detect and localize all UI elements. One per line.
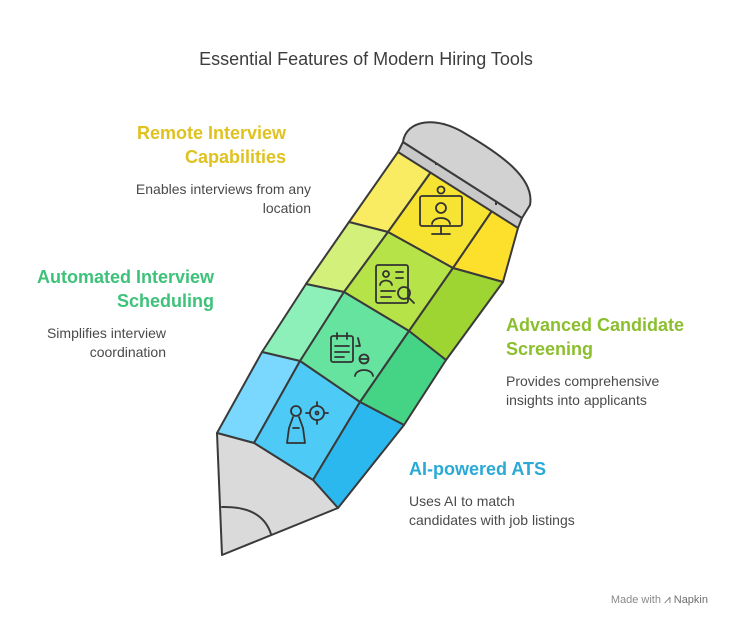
person-target-icon	[286, 401, 329, 444]
feature-title-line: Screening	[506, 339, 594, 359]
feature-desc-line: Enables interviews from any	[135, 181, 311, 197]
napkin-logo-icon: ⩘	[663, 592, 671, 606]
feature-desc-line: insights into applicants	[506, 392, 647, 408]
clipboard-person-icon	[330, 332, 374, 377]
made-with-napkin-watermark: Made with ⩘ Napkin	[611, 592, 708, 607]
feature-desc-interview-scheduling: Simplifies interview coordination	[10, 324, 166, 362]
monitor-person-icon	[419, 185, 463, 235]
feature-title-line: Advanced Candidate	[506, 315, 685, 335]
feature-desc-line: Uses AI to match	[409, 493, 515, 509]
napkin-brand-label: Napkin	[673, 593, 708, 606]
feature-title-interview-scheduling: Automated Interview Scheduling	[10, 265, 214, 313]
feature-title-line: AI-powered ATS	[409, 459, 547, 479]
feature-desc-line: candidates with job listings	[409, 512, 575, 528]
feature-title-line: Automated Interview	[36, 267, 214, 287]
feature-title-remote-interview: Remote Interview Capabilities	[60, 121, 286, 169]
feature-title-ai-ats: AI-powered ATS	[409, 457, 669, 481]
pencil-tip	[216, 432, 339, 556]
diagram-title: Essential Features of Modern Hiring Tool…	[199, 49, 533, 69]
feature-title-candidate-screening: Advanced Candidate Screening	[506, 313, 726, 361]
feature-desc-line: Provides comprehensive	[506, 373, 660, 389]
feature-desc-candidate-screening: Provides comprehensive insights into app…	[506, 372, 726, 410]
feature-desc-remote-interview: Enables interviews from any location	[60, 180, 311, 218]
feature-title-line: Capabilities	[184, 147, 286, 167]
feature-title-line: Remote Interview	[136, 123, 286, 143]
pencil-eraser	[397, 121, 532, 229]
feature-desc-line: Simplifies interview	[46, 325, 166, 341]
resume-search-icon	[375, 264, 415, 304]
feature-desc-line: location	[262, 200, 311, 216]
feature-desc-line: coordination	[89, 344, 166, 360]
made-with-label: Made with	[610, 593, 661, 606]
feature-desc-ai-ats: Uses AI to match candidates with job lis…	[409, 492, 669, 530]
feature-title-line: Scheduling	[116, 291, 214, 311]
